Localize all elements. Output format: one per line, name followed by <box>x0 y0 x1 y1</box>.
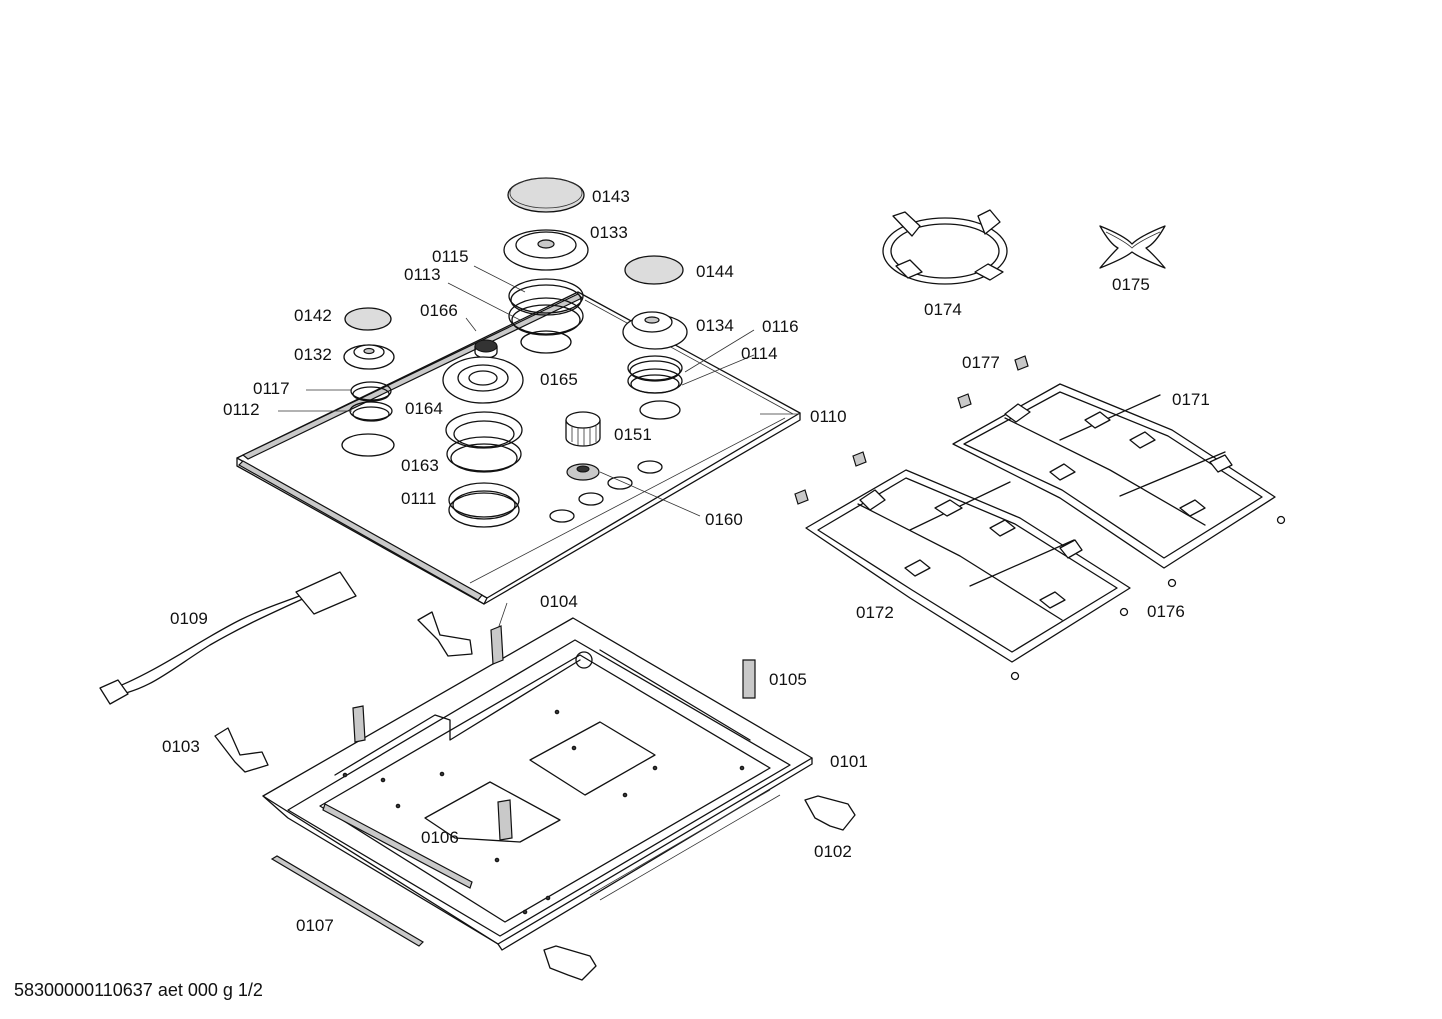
label-0116: 0116 <box>762 317 799 336</box>
cap-0165 <box>474 339 498 359</box>
label-0171: 0171 <box>1172 390 1210 409</box>
label-0175: 0175 <box>1112 275 1150 294</box>
label-0132: 0132 <box>294 345 332 364</box>
label-0176: 0176 <box>1147 602 1185 621</box>
burner-0164 <box>442 356 524 404</box>
knob-0160 <box>566 463 600 481</box>
label-0174: 0174 <box>924 300 962 319</box>
label-0109: 0109 <box>170 609 208 628</box>
base-tray-0101 <box>262 617 813 951</box>
label-0117: 0117 <box>253 379 290 398</box>
part-labels: 0143 0133 0115 0113 0144 0142 0166 0134 … <box>162 187 1210 935</box>
label-0111: 0111 <box>401 489 436 508</box>
label-0103: 0103 <box>162 737 200 756</box>
clips-0177 <box>794 355 1029 505</box>
knob-0151 <box>565 411 601 447</box>
label-0142: 0142 <box>294 306 332 325</box>
label-0110: 0110 <box>810 407 847 426</box>
document-footer-code: 58300000110637 aet 000 g 1/2 <box>14 980 263 1000</box>
label-0105: 0105 <box>769 670 807 689</box>
label-0106: 0106 <box>421 828 459 847</box>
gasket-0107 <box>270 855 424 947</box>
label-0134: 0134 <box>696 316 734 335</box>
cap-0143 <box>507 177 585 213</box>
brackets <box>214 611 856 981</box>
rings-0163-0111 <box>445 411 523 528</box>
label-0114: 0114 <box>741 344 778 363</box>
rings-0115-0113 <box>508 278 584 336</box>
label-0101: 0101 <box>830 752 868 771</box>
grate-0171 <box>952 383 1276 569</box>
screws <box>352 625 756 841</box>
cap-0142 <box>344 307 392 331</box>
label-0160: 0160 <box>705 510 743 529</box>
label-0115: 0115 <box>432 247 469 266</box>
label-0133: 0133 <box>590 223 628 242</box>
feet-0176 <box>1010 515 1286 681</box>
tray-holes <box>342 709 745 915</box>
label-0113: 0113 <box>404 265 441 284</box>
burner-0132 <box>343 344 395 370</box>
label-0104: 0104 <box>540 592 578 611</box>
burner-0133 <box>503 229 589 271</box>
power-cord-0109 <box>99 571 357 705</box>
label-0165: 0165 <box>540 370 578 389</box>
label-0163: 0163 <box>401 456 439 475</box>
rings-0116-0114 <box>627 355 683 394</box>
label-0172: 0172 <box>856 603 894 622</box>
cap-0144 <box>624 255 684 285</box>
label-0177: 0177 <box>962 353 1000 372</box>
label-0151: 0151 <box>614 425 652 444</box>
simmer-plate-0175 <box>1099 225 1166 269</box>
label-0112: 0112 <box>223 400 260 419</box>
wok-ring-0174 <box>882 209 1008 285</box>
label-0164: 0164 <box>405 399 443 418</box>
label-0166: 0166 <box>420 301 458 320</box>
label-0107: 0107 <box>296 916 334 935</box>
grate-0172 <box>805 469 1131 663</box>
burner-0134 <box>622 311 688 350</box>
label-0143: 0143 <box>592 187 630 206</box>
label-0102: 0102 <box>814 842 852 861</box>
label-0144: 0144 <box>696 262 734 281</box>
